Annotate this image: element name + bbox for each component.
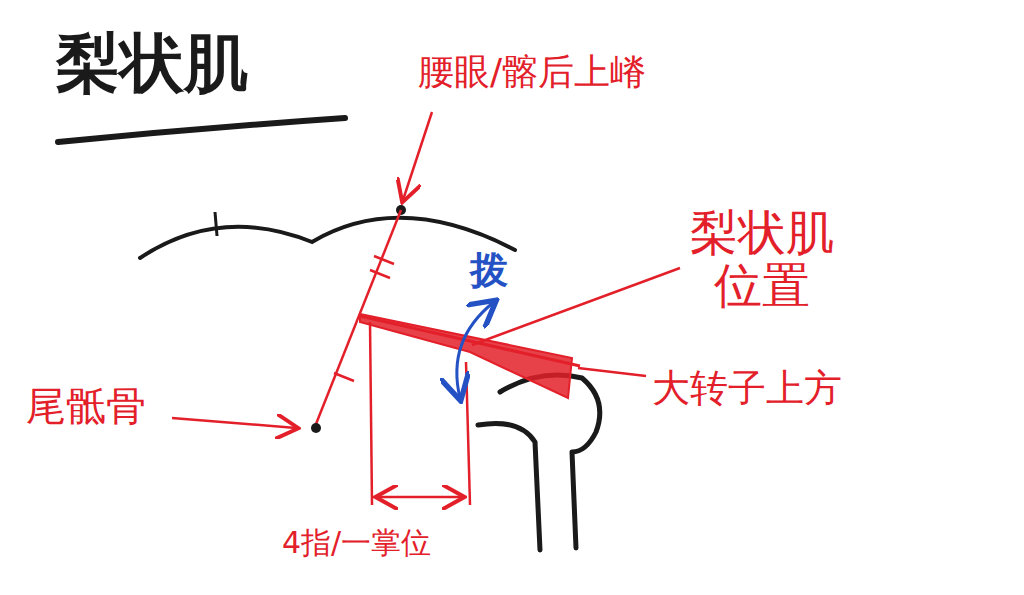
crest-tick [215, 212, 217, 236]
tick [370, 270, 390, 278]
anatomy-label: 尾骶骨 [26, 384, 146, 428]
leader-line [403, 112, 432, 200]
diagram-title: 梨状肌 [56, 28, 248, 98]
femur-head [500, 375, 600, 548]
dimension-arrow [378, 496, 462, 499]
pluck-arrow [457, 302, 494, 398]
leader-line [578, 368, 646, 376]
reference-line [316, 210, 401, 424]
dimension-label: 4指/一掌位 [282, 526, 431, 559]
title-underline [58, 118, 345, 142]
muscle-edge [360, 316, 580, 366]
tick [334, 373, 354, 381]
leader-line [172, 418, 296, 428]
dimension-line [466, 362, 470, 505]
anatomy-label: 梨状肌位置 [682, 206, 842, 312]
pelvis-crest [140, 218, 515, 258]
anatomy-label: 大转子上方 [652, 368, 842, 410]
anatomy-label: 腰眼/髂后上嵴 [418, 52, 646, 92]
femur [478, 423, 540, 550]
dimension-line [370, 322, 372, 505]
coccyx-point [311, 423, 321, 433]
technique-label: 拨 [470, 250, 508, 292]
tick [374, 256, 394, 264]
